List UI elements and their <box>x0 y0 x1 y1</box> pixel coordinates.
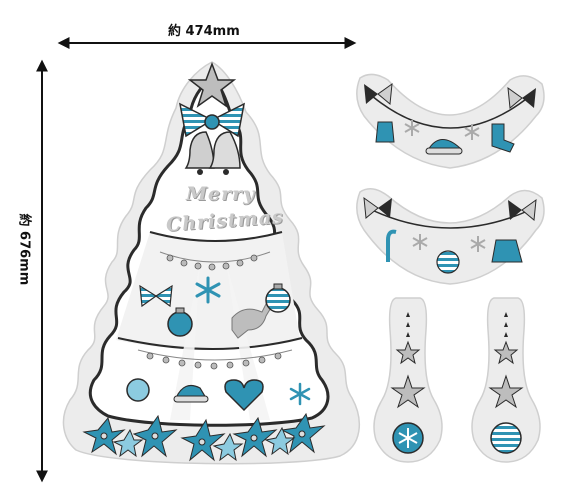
hanging-ornament-sticker-right <box>471 297 541 463</box>
gift-sack-icon <box>491 239 523 263</box>
garland2-snowflake-icon <box>412 234 428 250</box>
garland2-ornament-icon <box>436 250 460 274</box>
striped-ornament-icon <box>265 283 291 313</box>
santa-hat-icon <box>173 385 209 403</box>
garland-sticker-bottom <box>356 188 545 285</box>
hanging-star2-icon <box>493 340 519 365</box>
reindeer-icon <box>231 299 273 339</box>
ornament-ball-icon <box>167 307 193 337</box>
lower-ornament-icon <box>126 378 150 402</box>
small-bow-icon <box>139 284 173 308</box>
tree-top-star-icon <box>187 61 237 108</box>
hanging-star-icon <box>395 340 421 365</box>
heart-gift-icon <box>224 379 264 412</box>
santa-hat-small-icon <box>425 139 463 155</box>
width-dimension-label: 約 474mm <box>168 24 240 39</box>
garland2-bow-right-icon <box>508 198 537 221</box>
hanging-ornament-sticker-left <box>373 297 443 463</box>
candy-cane-icon <box>386 229 397 262</box>
greeting-merry-text: Merry <box>186 183 256 205</box>
snowflake-icon <box>195 276 221 304</box>
garland2-bow-left-icon <box>363 196 392 219</box>
striped-hanging-ornament-icon <box>490 422 522 454</box>
garland2-snowflake2-icon <box>470 236 486 252</box>
hanging-star-big-icon <box>390 374 426 409</box>
poinsettia-band <box>82 412 326 462</box>
small-snowflake-icon <box>289 382 311 406</box>
garland-bow-right-icon <box>507 86 536 109</box>
mitten-icon <box>375 121 395 143</box>
garland-bow-left-icon <box>364 82 393 105</box>
bells-icon <box>184 131 241 175</box>
tree-sticker <box>62 61 360 465</box>
hanging-star2-big-icon <box>488 374 524 409</box>
stocking-icon <box>491 123 515 153</box>
garland-snowflake2-icon <box>464 124 480 140</box>
garland-sticker-top <box>356 73 545 169</box>
garland-snowflake-icon <box>404 120 420 136</box>
striped-bow-icon <box>178 102 246 138</box>
